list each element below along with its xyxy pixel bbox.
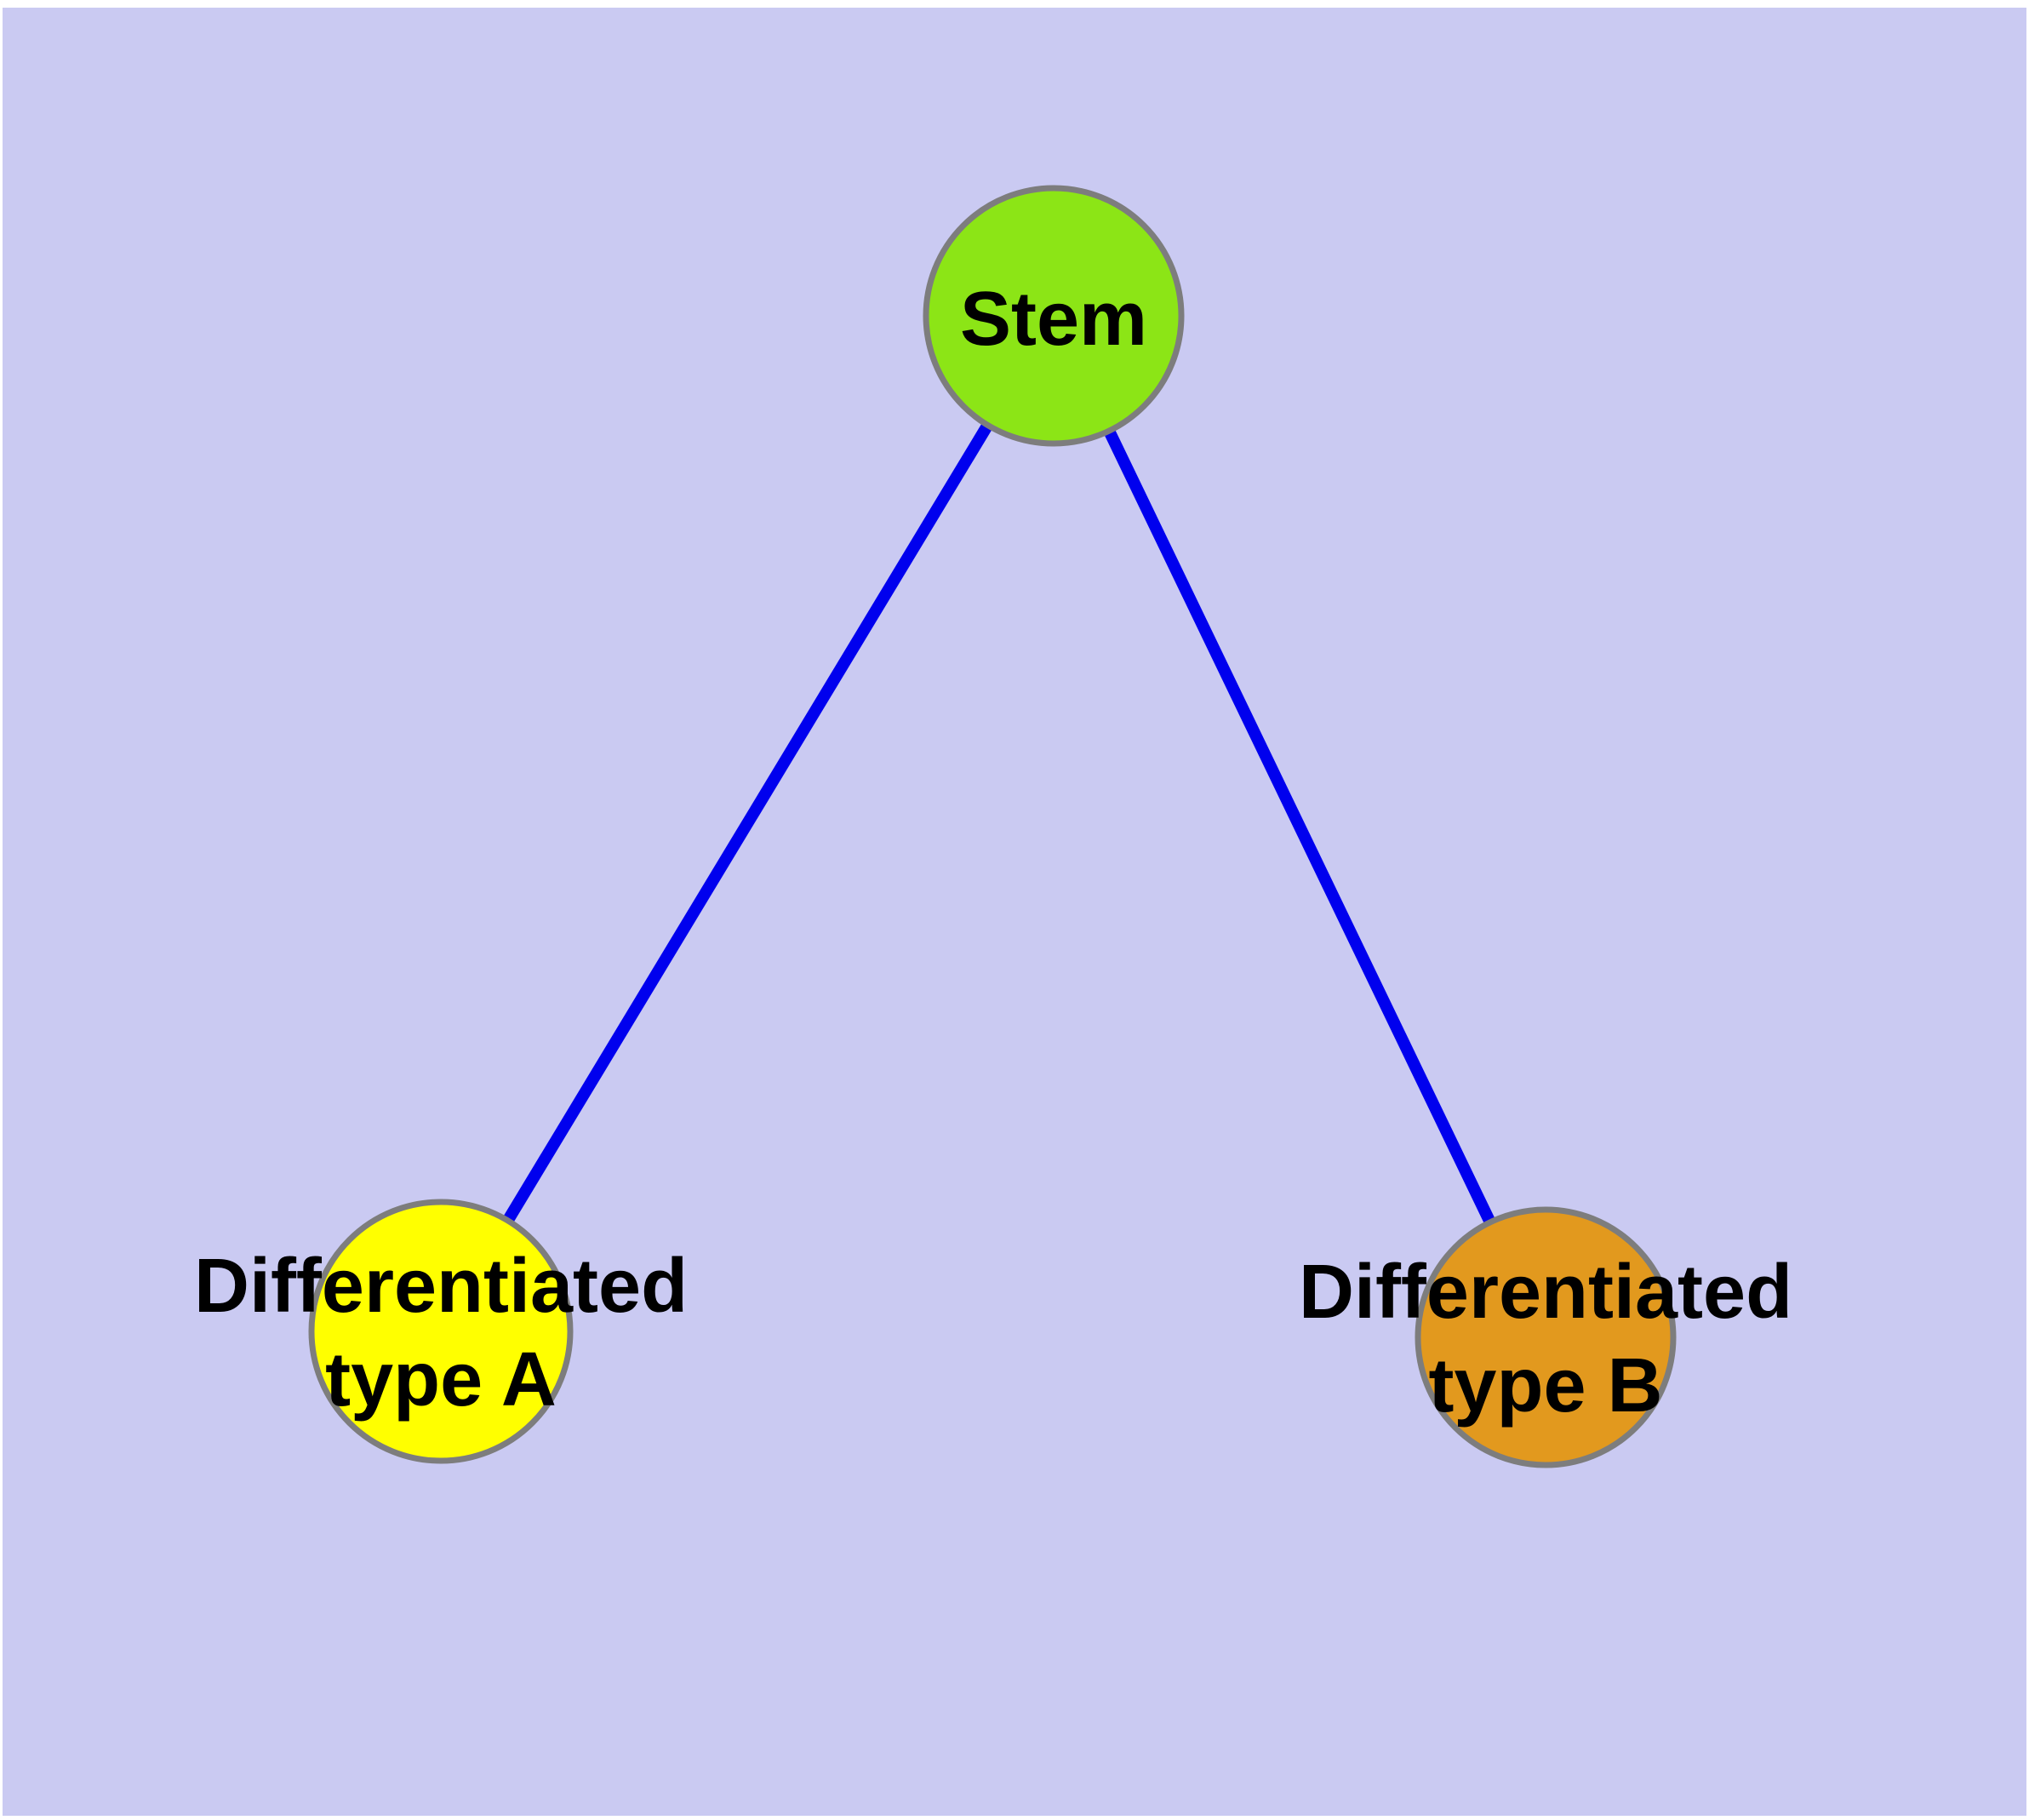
node-stem: [923, 185, 1185, 447]
node-differentiated-type-b: [1415, 1206, 1677, 1468]
node-differentiated-type-a: [308, 1199, 574, 1464]
edge-stem-to-type-a: [436, 312, 1059, 1335]
edge-stem-to-type-b: [1048, 312, 1552, 1341]
